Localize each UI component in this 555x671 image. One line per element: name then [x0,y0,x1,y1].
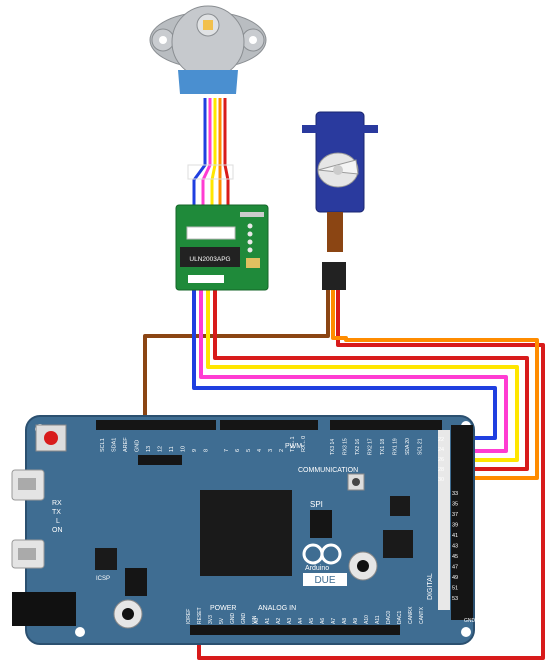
right-pin-label: 28 [438,467,444,473]
analog-pin-label: A0 [254,618,260,624]
right-pin-label: 30 [438,477,444,483]
spi-label: SPI [310,500,323,509]
analog-pin-label: A1 [265,618,271,624]
right-pin-label: 33 [452,491,458,497]
top-pin-label: RX2 17 [368,438,374,455]
gnd-label: GND [464,618,476,624]
top-pin-label: AREF [123,437,129,452]
arduino-label: Arduino [305,565,329,572]
wire-servo-gnd [143,268,330,446]
right-pin-label: 26 [438,457,444,463]
l-led-label: L [56,518,60,525]
power-pin-label: VIN [252,615,258,624]
right-pin-label: 43 [452,544,458,550]
arduino-infinity-logo-icon [302,543,342,565]
top-pin-label: RX3 15 [343,438,349,455]
due-label: DUE [314,575,335,586]
right-pin-label: 37 [452,512,458,518]
analog-pin-label: A10 [364,615,370,624]
right-pin-label: 49 [452,575,458,581]
right-pin-label: 41 [452,533,458,539]
top-pin-label: 3 [268,449,274,452]
top-pin-label: TX2 16 [355,439,361,455]
analog-pin-label: A7 [331,618,337,624]
top-pin-label: RX←0 [301,436,307,452]
power-pin-label: RESET [197,607,203,624]
right-pin-label: 39 [452,523,458,529]
top-pin-label: TX1 18 [380,439,386,455]
analog-pin-label: CANRX [408,606,414,624]
tx-led-label: TX [52,509,61,516]
top-pin-label: 8 [204,449,210,452]
analog-pin-label: A2 [276,618,282,624]
top-pin-label: 10 [181,446,187,452]
right-pin-label: 45 [452,554,458,560]
top-pin-label: 13 [146,446,152,452]
pwm-label: PWM [285,443,302,450]
power-pin-label: GND [241,613,247,625]
analog-pin-label: A4 [298,618,304,624]
power-pin-label: 5V [219,617,225,624]
wire-servo-signal [331,268,539,480]
digital-label: DIGITAL [427,573,434,600]
icsp-label: ICSP [96,576,110,582]
stepper-motor-icon [149,5,267,94]
power-pin-label: IOREF [186,609,192,624]
analog-pin-label: A11 [375,615,381,624]
top-pin-label: 5 [246,449,252,452]
top-pin-label: SDA1 [112,438,118,452]
right-pin-label: 51 [452,586,458,592]
wires [143,268,545,660]
wire-driver-in1 [192,281,497,440]
top-pin-label: 2 [279,449,285,452]
driver-chip-label: ULN2003APG [189,256,230,263]
power-jack [12,592,76,626]
communication-label: COMMUNICATION [298,467,358,474]
power-pin-label: 3V3 [208,615,214,624]
wire-servo-vcc [197,268,545,660]
analog-pin-label: A6 [320,618,326,624]
main-processor-chip [200,490,292,576]
analog-pin-label: A8 [342,618,348,624]
top-pin-label: TX3 14 [330,439,336,455]
wire-driver-in2 [199,281,508,453]
top-pin-label: 7 [224,449,230,452]
top-pin-label: SCL1 [100,438,106,452]
top-pin-label: 6 [235,449,241,452]
top-pin-label: SDA 20 [405,438,411,455]
analog-label: ANALOG IN [258,605,296,612]
on-led-label: ON [52,527,63,534]
wire-driver-in4 [213,281,529,471]
analog-pin-label: CANTX [419,606,425,624]
right-pin-label: 24 [438,447,444,453]
arduino-due-board: PWM COMMUNICATION RX TX L ON SPI ICSP Ar… [11,415,476,645]
right-pin-label: 35 [452,502,458,508]
top-pin-label: TX→1 [290,436,296,452]
power-label: POWER [210,605,236,612]
analog-pin-label: DAC0 [386,610,392,624]
right-pin-label: 53 [452,596,458,602]
analog-pin-label: A9 [353,618,359,624]
analog-pin-label: DAC1 [397,610,403,624]
top-pin-label: GND [135,440,141,452]
power-pin-label: GND [230,613,236,625]
top-pin-label: RX1 19 [393,438,399,455]
stepper-driver-board: ULN2003APG [175,204,269,291]
top-pin-label: 4 [257,449,263,452]
right-pin-label: 22 [438,437,444,443]
wire-driver-in3 [206,281,519,462]
right-pin-label: 47 [452,565,458,571]
driver-leds [247,223,253,253]
top-pin-label: 12 [158,446,164,452]
analog-pin-label: A3 [287,618,293,624]
top-pin-label: SCL 21 [418,438,424,455]
analog-pin-label: A5 [309,618,315,624]
servo-motor-icon [302,111,378,290]
rx-led-label: RX [52,500,62,507]
top-pin-label: 11 [169,446,175,452]
top-pin-label: 9 [192,449,198,452]
